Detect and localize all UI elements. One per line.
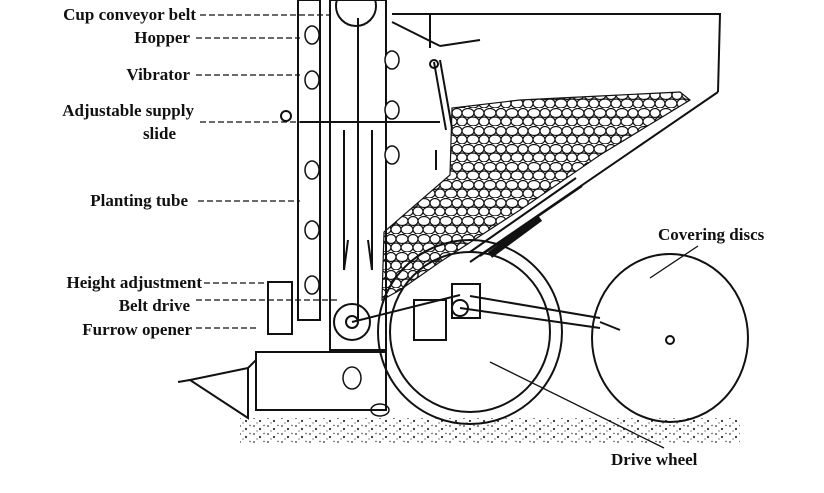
label-adjustable-supply: Adjustable supply <box>62 101 194 120</box>
label-adjustable-supply-slide: slide <box>143 124 177 143</box>
label-hopper: Hopper <box>134 28 190 47</box>
label-cup-conveyor-belt: Cup conveyor belt <box>63 5 196 24</box>
drive-wheel <box>377 239 601 425</box>
label-furrow-opener: Furrow opener <box>82 320 192 339</box>
potato-heap <box>381 91 692 302</box>
furrow-opener-body <box>177 351 387 420</box>
supply-slide-linkage <box>280 110 440 123</box>
covering-disc <box>591 253 749 423</box>
label-planting-tube: Planting tube <box>90 191 188 210</box>
top-pulley <box>335 0 377 27</box>
label-vibrator: Vibrator <box>126 65 190 84</box>
label-height-adjustment: Height adjustment <box>66 273 202 292</box>
vibrator-linkage <box>429 59 453 170</box>
conveyor-cups <box>304 25 400 417</box>
machine-drawing <box>177 0 749 444</box>
label-belt-drive: Belt drive <box>119 296 191 315</box>
label-covering-discs: Covering discs <box>658 225 765 244</box>
labels: Cup conveyor belt Hopper Vibrator Adjust… <box>62 5 764 469</box>
leader-lines <box>196 14 699 449</box>
height-adjust-bracket <box>267 281 293 335</box>
frame <box>297 0 387 351</box>
label-drive-wheel: Drive wheel <box>611 450 698 469</box>
